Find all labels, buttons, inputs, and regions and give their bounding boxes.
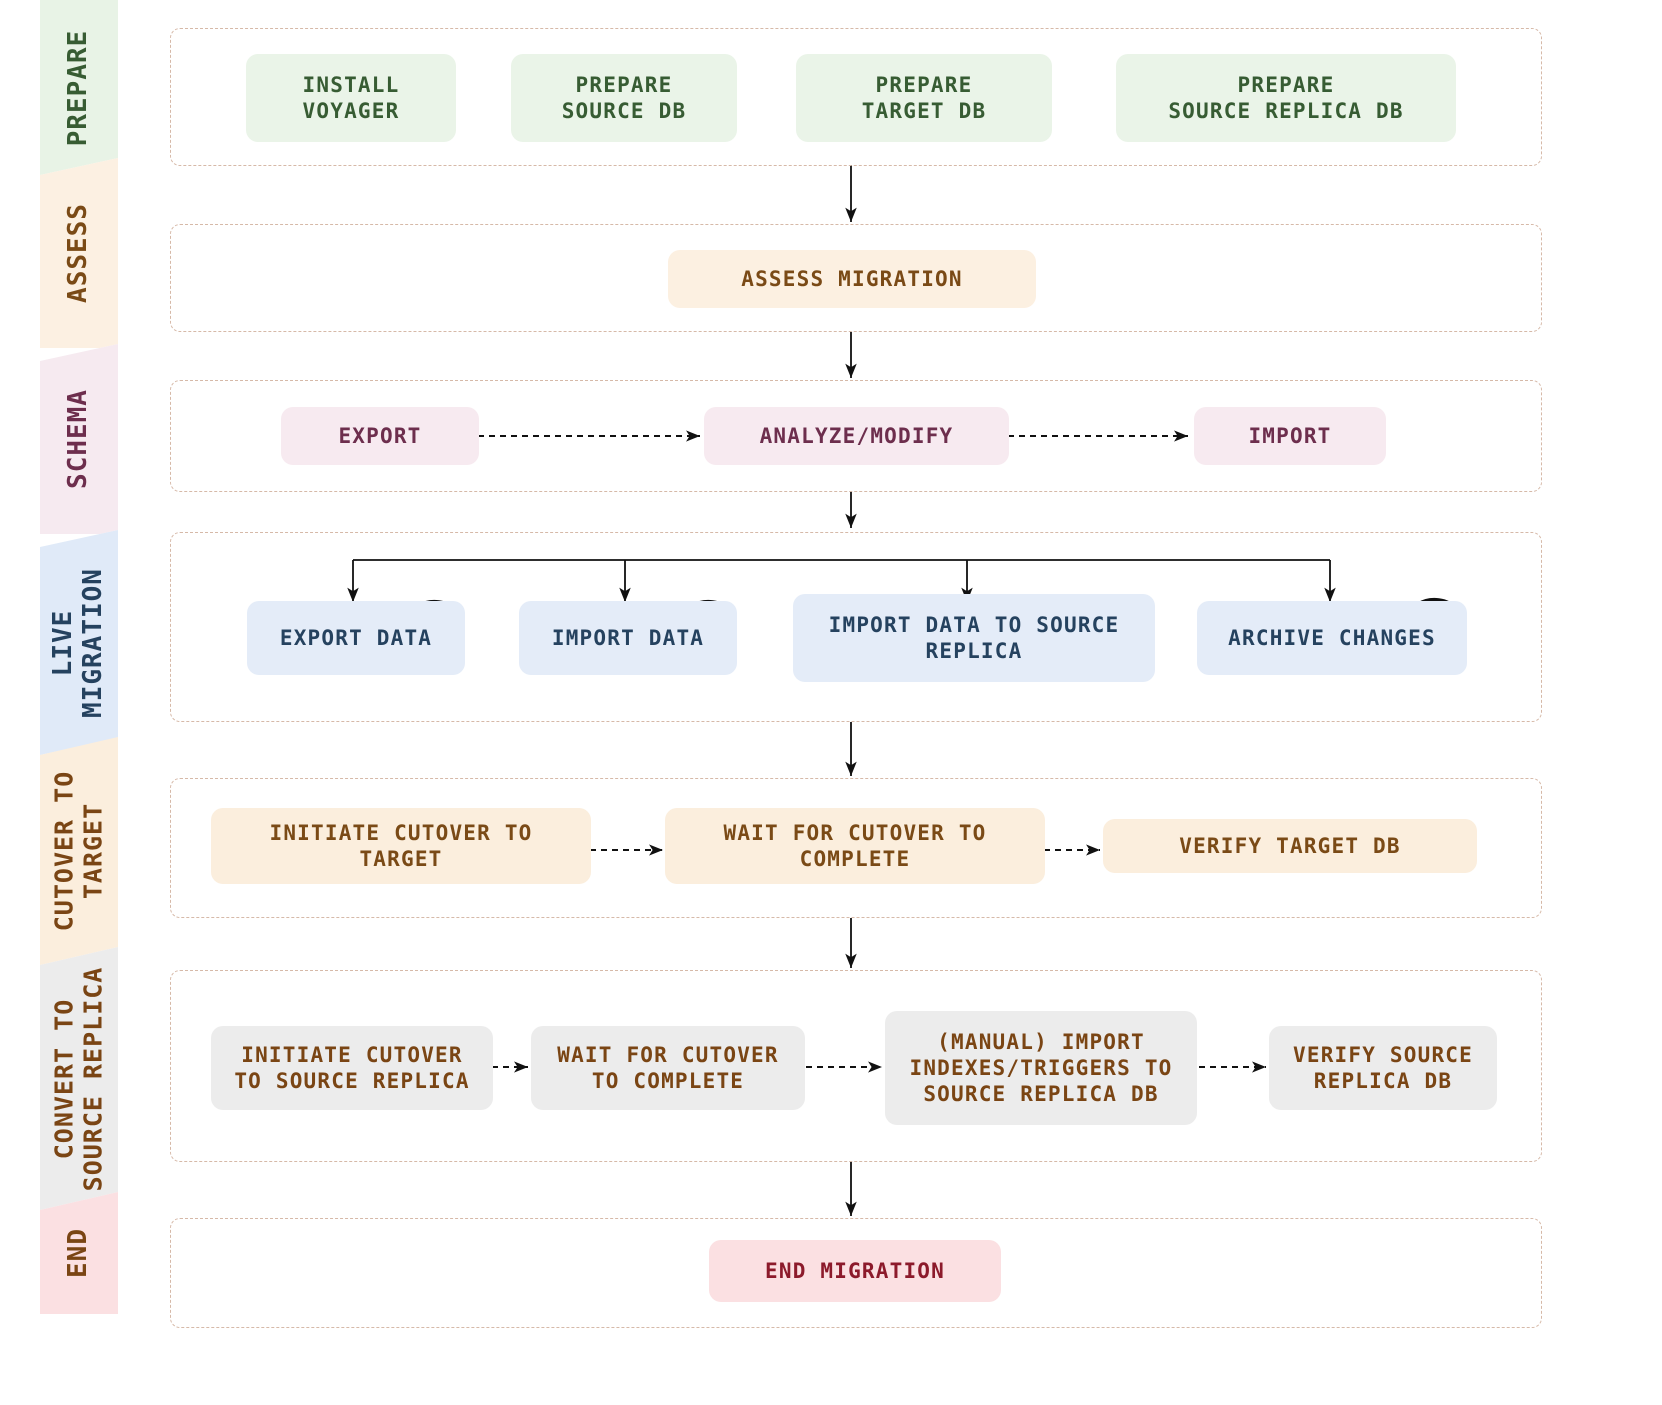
node-prepare-source-db[interactable]: PREPARE SOURCE DB (511, 54, 737, 142)
sidebar-band-label-live-migration: LIVE MIGRATION (48, 567, 108, 718)
sidebar-band-prepare: PREPARE (40, 0, 118, 175)
node-wait-for-cutover-to-complete-2[interactable]: WAIT FOR CUTOVER TO COMPLETE (531, 1026, 805, 1110)
node-schema-export[interactable]: EXPORT (281, 407, 479, 465)
sidebar-band-end: END (40, 1192, 118, 1314)
node-archive-changes[interactable]: ARCHIVE CHANGES (1197, 601, 1467, 675)
sidebar-band-label-schema: SCHEMA (63, 389, 94, 489)
node-schema-import[interactable]: IMPORT (1194, 407, 1386, 465)
sidebar-band-label-end: END (63, 1228, 94, 1278)
sidebar-band-live-migration: LIVE MIGRATION (40, 530, 118, 755)
node-verify-target-db[interactable]: VERIFY TARGET DB (1103, 819, 1477, 873)
node-manual-import-indexes-triggers[interactable]: (MANUAL) IMPORT INDEXES/TRIGGERS TO SOUR… (885, 1011, 1197, 1125)
sidebar-band-label-convert-to-source-replica: CONVERT TO SOURCE REPLICA (49, 966, 107, 1191)
node-import-data-to-source-replica[interactable]: IMPORT DATA TO SOURCE REPLICA (793, 594, 1155, 682)
node-prepare-target-db[interactable]: PREPARE TARGET DB (796, 54, 1052, 142)
node-end-migration[interactable]: END MIGRATION (709, 1240, 1001, 1302)
phase-row-end: END MIGRATION (170, 1218, 1542, 1328)
phase-row-convert-to-source-replica: INITIATE CUTOVER TO SOURCE REPLICA WAIT … (170, 970, 1542, 1162)
node-import-data[interactable]: IMPORT DATA (519, 601, 737, 675)
node-assess-migration[interactable]: ASSESS MIGRATION (668, 250, 1036, 308)
node-install-voyager[interactable]: INSTALL VOYAGER (246, 54, 456, 142)
node-export-data[interactable]: EXPORT DATA (247, 601, 465, 675)
phase-row-live-migration: EXPORT DATA IMPORT DATA IMPORT DATA TO S… (170, 532, 1542, 722)
node-initiate-cutover-to-target[interactable]: INITIATE CUTOVER TO TARGET (211, 808, 591, 884)
phase-row-cutover-to-target: INITIATE CUTOVER TO TARGET WAIT FOR CUTO… (170, 778, 1542, 918)
node-wait-for-cutover-to-complete[interactable]: WAIT FOR CUTOVER TO COMPLETE (665, 808, 1045, 884)
phase-row-schema: EXPORT ANALYZE/MODIFY IMPORT (170, 380, 1542, 492)
phase-row-prepare: INSTALL VOYAGER PREPARE SOURCE DB PREPAR… (170, 28, 1542, 166)
node-prepare-source-replica-db[interactable]: PREPARE SOURCE REPLICA DB (1116, 54, 1456, 142)
sidebar-band-schema: SCHEMA (40, 344, 118, 534)
node-verify-source-replica-db[interactable]: VERIFY SOURCE REPLICA DB (1269, 1026, 1497, 1110)
sidebar-band-label-cutover-to-target: CUTOVER TO TARGET (49, 770, 107, 932)
phase-row-assess: ASSESS MIGRATION (170, 224, 1542, 332)
sidebar-band-label-assess: ASSESS (63, 203, 94, 303)
node-schema-analyze-modify[interactable]: ANALYZE/MODIFY (704, 407, 1009, 465)
node-initiate-cutover-to-source-replica[interactable]: INITIATE CUTOVER TO SOURCE REPLICA (211, 1026, 493, 1110)
sidebar-band-cutover-to-target: CUTOVER TO TARGET (40, 737, 118, 965)
phase-sidebar: PREPARE ASSESS SCHEMA LIVE MIGRATION CUT… (40, 0, 118, 1405)
sidebar-band-assess: ASSESS (40, 158, 118, 348)
sidebar-band-convert-to-source-replica: CONVERT TO SOURCE REPLICA (40, 947, 118, 1210)
sidebar-band-label-prepare: PREPARE (63, 29, 94, 146)
